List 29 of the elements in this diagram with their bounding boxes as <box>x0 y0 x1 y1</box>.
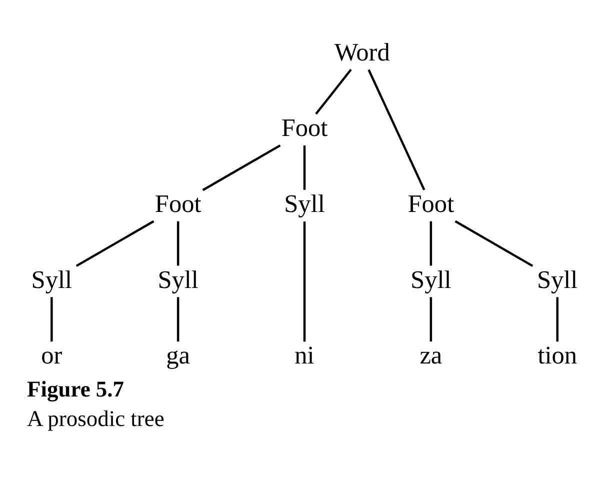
caption: A prosodic tree <box>27 406 164 432</box>
node-text: Syll <box>31 266 72 294</box>
connector <box>303 221 306 342</box>
connector <box>368 69 426 190</box>
node-text: Word <box>334 38 390 66</box>
connector <box>315 68 352 115</box>
node-text: tion <box>538 342 578 370</box>
connector <box>50 297 53 342</box>
node-text: or <box>41 342 62 370</box>
connector <box>176 221 180 266</box>
connector <box>556 297 558 342</box>
node-text: Syll <box>536 266 578 294</box>
node-text: Foot <box>408 190 454 218</box>
node-text: Syll <box>158 266 198 294</box>
node-text: Syll <box>410 266 452 294</box>
node-text: ga <box>166 342 190 370</box>
node-text: Foot <box>281 114 328 142</box>
node-text: ni <box>294 342 314 370</box>
node-text: Foot <box>154 190 202 218</box>
connector <box>176 297 180 342</box>
connector <box>303 145 306 190</box>
connector <box>76 220 154 267</box>
node-text: Syll <box>284 190 325 218</box>
connector <box>454 220 534 267</box>
node-text: za <box>420 342 442 370</box>
connector <box>430 221 432 266</box>
connector <box>202 144 281 192</box>
connector <box>430 297 432 342</box>
label: Figure 5.7 <box>27 376 124 402</box>
